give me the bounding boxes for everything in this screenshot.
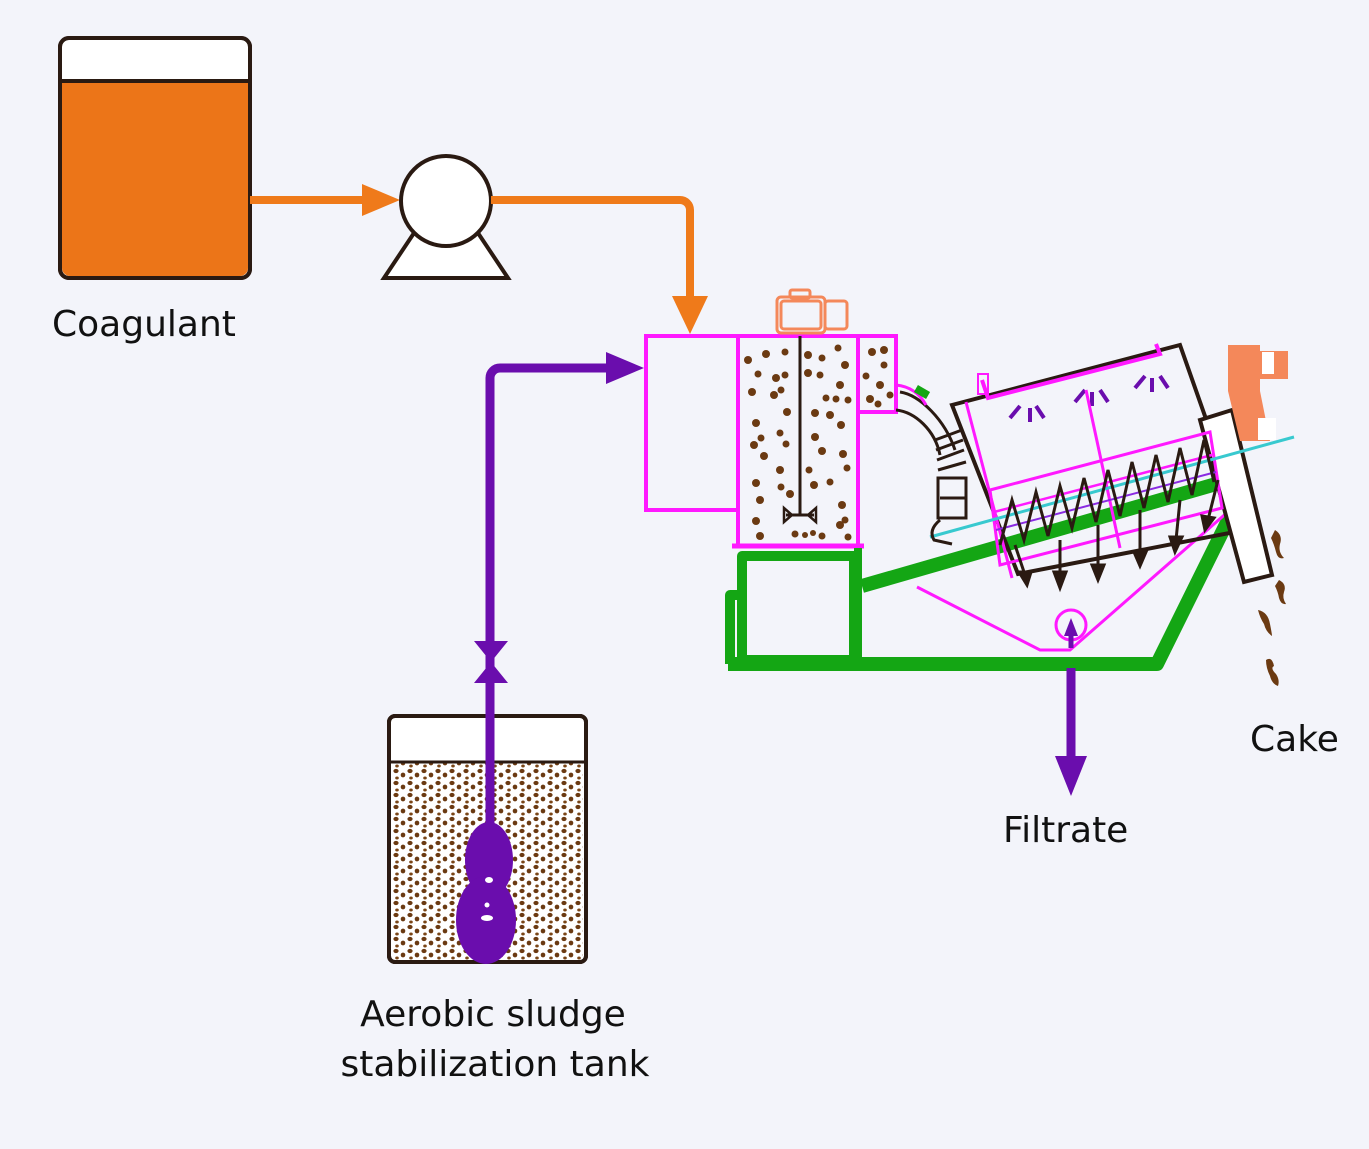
coagulant-tank <box>58 36 252 280</box>
coagulant-label: Coagulant <box>52 304 236 345</box>
support-frame <box>725 473 1252 671</box>
filtrate-label: Filtrate <box>1003 810 1129 851</box>
sludge-feed-line <box>485 352 644 830</box>
flocculation-mixing-tank <box>644 288 898 549</box>
submersible-pump-icon <box>456 700 516 964</box>
cake-particles <box>1258 530 1286 686</box>
screw-press-dewatering-unit <box>895 342 1295 593</box>
mixer-motor-icon <box>775 288 849 335</box>
feed-valve-icon <box>474 641 508 683</box>
dosing-pump-icon <box>380 154 512 280</box>
pump-discharge-line <box>491 196 708 334</box>
spray-nozzles <box>1008 374 1170 422</box>
drip-arrows <box>1013 479 1220 593</box>
filtrate-outlet-arrow <box>1055 618 1087 796</box>
cake-label: Cake <box>1250 719 1339 760</box>
drive-motor-icon <box>1228 345 1288 441</box>
aerobic-tank-label-line2: stabilization tank <box>340 1044 650 1085</box>
flexible-inlet-pipe <box>895 390 968 546</box>
floc-particles <box>744 344 894 541</box>
stirrer-icon <box>782 336 818 525</box>
coagulant-feed-line <box>250 184 400 216</box>
aerobic-tank-label-line1: Aerobic sludge <box>360 994 626 1035</box>
aerobic-sludge-tank <box>387 700 588 964</box>
